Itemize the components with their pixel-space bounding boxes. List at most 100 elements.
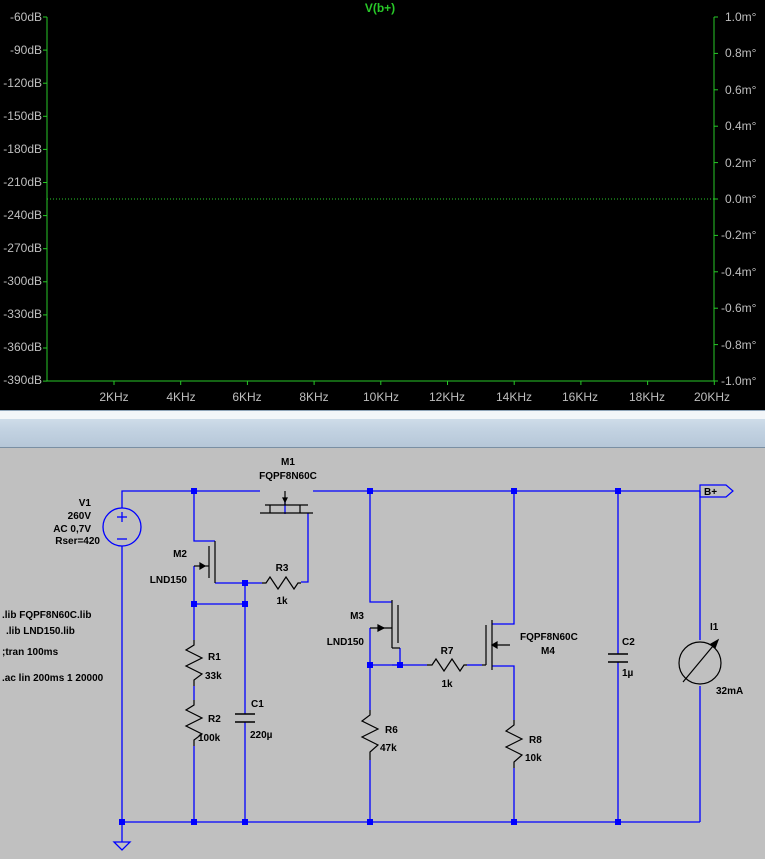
- net-label-text: B+: [704, 487, 717, 498]
- r2-name: R2: [208, 714, 221, 725]
- net-label-flag: [699, 484, 734, 498]
- resistor-r2[interactable]: [184, 700, 204, 746]
- x-tick-label: 16KHz: [562, 390, 598, 404]
- v1-voltage: 260V: [68, 511, 92, 522]
- m1-arrow: [282, 497, 288, 504]
- current-source-symbol: [678, 641, 722, 685]
- junction-dot: [615, 819, 621, 825]
- r8-labels: R8 10k: [525, 735, 542, 764]
- c1-name: C1: [251, 699, 264, 710]
- c2-value: 1µ: [622, 668, 634, 679]
- m1-model: FQPF8N60C: [259, 471, 317, 482]
- m3-labels: M3 LND150: [327, 611, 365, 648]
- r7-name: R7: [441, 646, 454, 657]
- mosfet-m4[interactable]: [482, 620, 510, 670]
- x-tick-label: 12KHz: [429, 390, 465, 404]
- wire[interactable]: [193, 566, 245, 605]
- mosfet-m3[interactable]: [370, 600, 400, 649]
- r2-value: 100k: [198, 733, 221, 744]
- wire[interactable]: [492, 665, 515, 720]
- wire[interactable]: [121, 490, 260, 508]
- m3-arrow: [377, 624, 386, 632]
- schematic-editor[interactable]: V1 260V AC 0,7V Rser=420 M1 FQPF8N60C: [0, 448, 765, 854]
- wire[interactable]: [193, 491, 215, 542]
- m1-name: M1: [281, 457, 295, 468]
- right-axis-labels: 1.0m° 0.8m° 0.6m° 0.4m° 0.2m° 0.0m° -0.2…: [721, 10, 757, 388]
- wire[interactable]: [492, 491, 515, 625]
- phase-tick-label: -0.8m°: [721, 338, 757, 352]
- y-tick-label: -150dB: [3, 109, 42, 123]
- directive-ac[interactable]: .ac lin 200ms 1 20000: [2, 673, 104, 684]
- phase-tick-label: -0.6m°: [721, 301, 757, 315]
- voltage-source-v1[interactable]: [102, 507, 142, 547]
- net-label-b-plus[interactable]: B+: [699, 484, 734, 498]
- y-tick-label: -390dB: [3, 373, 42, 387]
- schematic-canvas[interactable]: V1 260V AC 0,7V Rser=420 M1 FQPF8N60C: [0, 448, 765, 854]
- y-tick-label: -300dB: [3, 274, 42, 288]
- r7-labels: R7 1k: [441, 646, 454, 690]
- m4-model: FQPF8N60C: [520, 632, 578, 643]
- resistor-r8[interactable]: [504, 720, 524, 768]
- v1-labels: V1 260V AC 0,7V Rser=420: [53, 498, 100, 547]
- c1-labels: C1 220µ: [250, 699, 273, 741]
- mosfet-m2[interactable]: [194, 541, 216, 583]
- ground-icon[interactable]: [112, 841, 132, 851]
- x-tick-label: 4KHz: [166, 390, 195, 404]
- mosfet-m1[interactable]: [260, 491, 313, 514]
- junction-dot: [615, 488, 621, 494]
- junction-dot: [397, 662, 403, 668]
- resistor-r1[interactable]: [184, 640, 204, 686]
- junction-dot: [511, 488, 517, 494]
- resistor-r7[interactable]: [427, 657, 467, 673]
- r6-labels: R6 47k: [380, 725, 398, 754]
- waveform-plot[interactable]: V(b+) -60dB -90dB -120dB -150dB -180dB -…: [0, 0, 765, 410]
- x-tick-label: 18KHz: [629, 390, 665, 404]
- capacitor-c2[interactable]: [608, 653, 628, 663]
- x-tick-label: 6KHz: [232, 390, 261, 404]
- waveform-plot-pane[interactable]: V(b+) -60dB -90dB -120dB -150dB -180dB -…: [0, 0, 765, 410]
- y-tick-label: -240dB: [3, 208, 42, 222]
- wires[interactable]: [121, 490, 701, 842]
- x-tick-label: 2KHz: [99, 390, 128, 404]
- junction-dot: [511, 819, 517, 825]
- junction-dot: [242, 580, 248, 586]
- voltage-source-symbol: [102, 507, 142, 547]
- phase-tick-label: 0.4m°: [725, 119, 757, 133]
- spice-directives[interactable]: .lib FQPF8N60C.lib .lib LND150.lib ;tran…: [2, 610, 104, 684]
- wire[interactable]: [301, 513, 309, 583]
- capacitor-c1[interactable]: [235, 713, 255, 723]
- junction-dot: [242, 601, 248, 607]
- r3-value: 1k: [276, 596, 288, 607]
- wire[interactable]: [121, 546, 700, 823]
- y-tick-label: -270dB: [3, 241, 42, 255]
- c1-value: 220µ: [250, 730, 273, 741]
- r8-name: R8: [529, 735, 542, 746]
- x-tick-label: 14KHz: [496, 390, 532, 404]
- pane-splitter[interactable]: [0, 410, 765, 448]
- r1-name: R1: [208, 652, 221, 663]
- r3-name: R3: [276, 563, 289, 574]
- phase-tick-label: -0.2m°: [721, 228, 757, 242]
- wire[interactable]: [369, 628, 400, 666]
- v1-rser: Rser=420: [55, 536, 100, 547]
- resistor-r3[interactable]: [262, 575, 301, 591]
- trace-title[interactable]: V(b+): [365, 1, 395, 15]
- wire[interactable]: [369, 491, 392, 603]
- m1-labels: M1 FQPF8N60C: [259, 457, 317, 482]
- current-source-i1[interactable]: [678, 638, 722, 685]
- phase-tick-label: 0.2m°: [725, 156, 757, 170]
- junction-dot: [191, 819, 197, 825]
- directive-lib-fqpf[interactable]: .lib FQPF8N60C.lib: [2, 610, 91, 621]
- r6-value: 47k: [380, 743, 397, 754]
- v1-name: V1: [79, 498, 92, 509]
- phase-tick-label: 1.0m°: [725, 10, 757, 24]
- directive-tran[interactable]: ;tran 100ms: [2, 647, 59, 658]
- y-tick-label: -60dB: [10, 10, 42, 24]
- junctions: [119, 488, 621, 825]
- m2-arrow: [199, 561, 207, 571]
- x-tick-label: 8KHz: [299, 390, 328, 404]
- y-tick-label: -120dB: [3, 76, 42, 90]
- r7-value: 1k: [441, 679, 453, 690]
- directive-lib-lnd[interactable]: .lib LND150.lib: [6, 626, 75, 637]
- resistor-r6[interactable]: [360, 710, 380, 760]
